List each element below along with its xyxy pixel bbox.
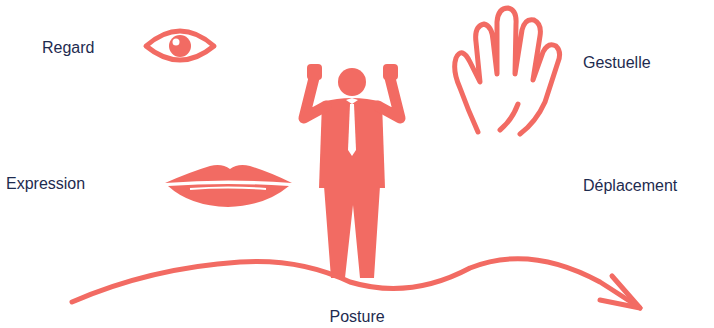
legs <box>324 186 380 278</box>
eye-iris <box>169 35 191 57</box>
label-text: Gestuelle <box>583 53 651 73</box>
hand-crease <box>500 104 518 130</box>
label-text: Posture <box>330 307 385 327</box>
hand-outline <box>455 8 560 134</box>
person-silhouette <box>304 64 400 278</box>
lips-icon <box>165 165 292 207</box>
eye-highlight <box>173 39 180 46</box>
upper-lip <box>165 165 292 183</box>
movement-path <box>72 259 640 308</box>
movement-arrowhead <box>600 276 640 308</box>
left-arm <box>304 78 326 118</box>
label-text: Expression <box>6 174 85 194</box>
label-text: Déplacement <box>583 176 677 196</box>
right-fist <box>383 64 398 80</box>
label-text: Regard <box>42 38 94 58</box>
tie <box>348 104 356 156</box>
eye-outline <box>146 31 214 60</box>
torso <box>319 98 385 188</box>
eye-icon <box>146 31 214 60</box>
lower-lip <box>168 184 289 207</box>
head <box>338 68 366 96</box>
right-arm <box>378 78 400 118</box>
collar <box>346 98 358 104</box>
left-fist <box>307 64 322 80</box>
hand-icon <box>455 8 560 134</box>
lip-line <box>190 188 266 190</box>
